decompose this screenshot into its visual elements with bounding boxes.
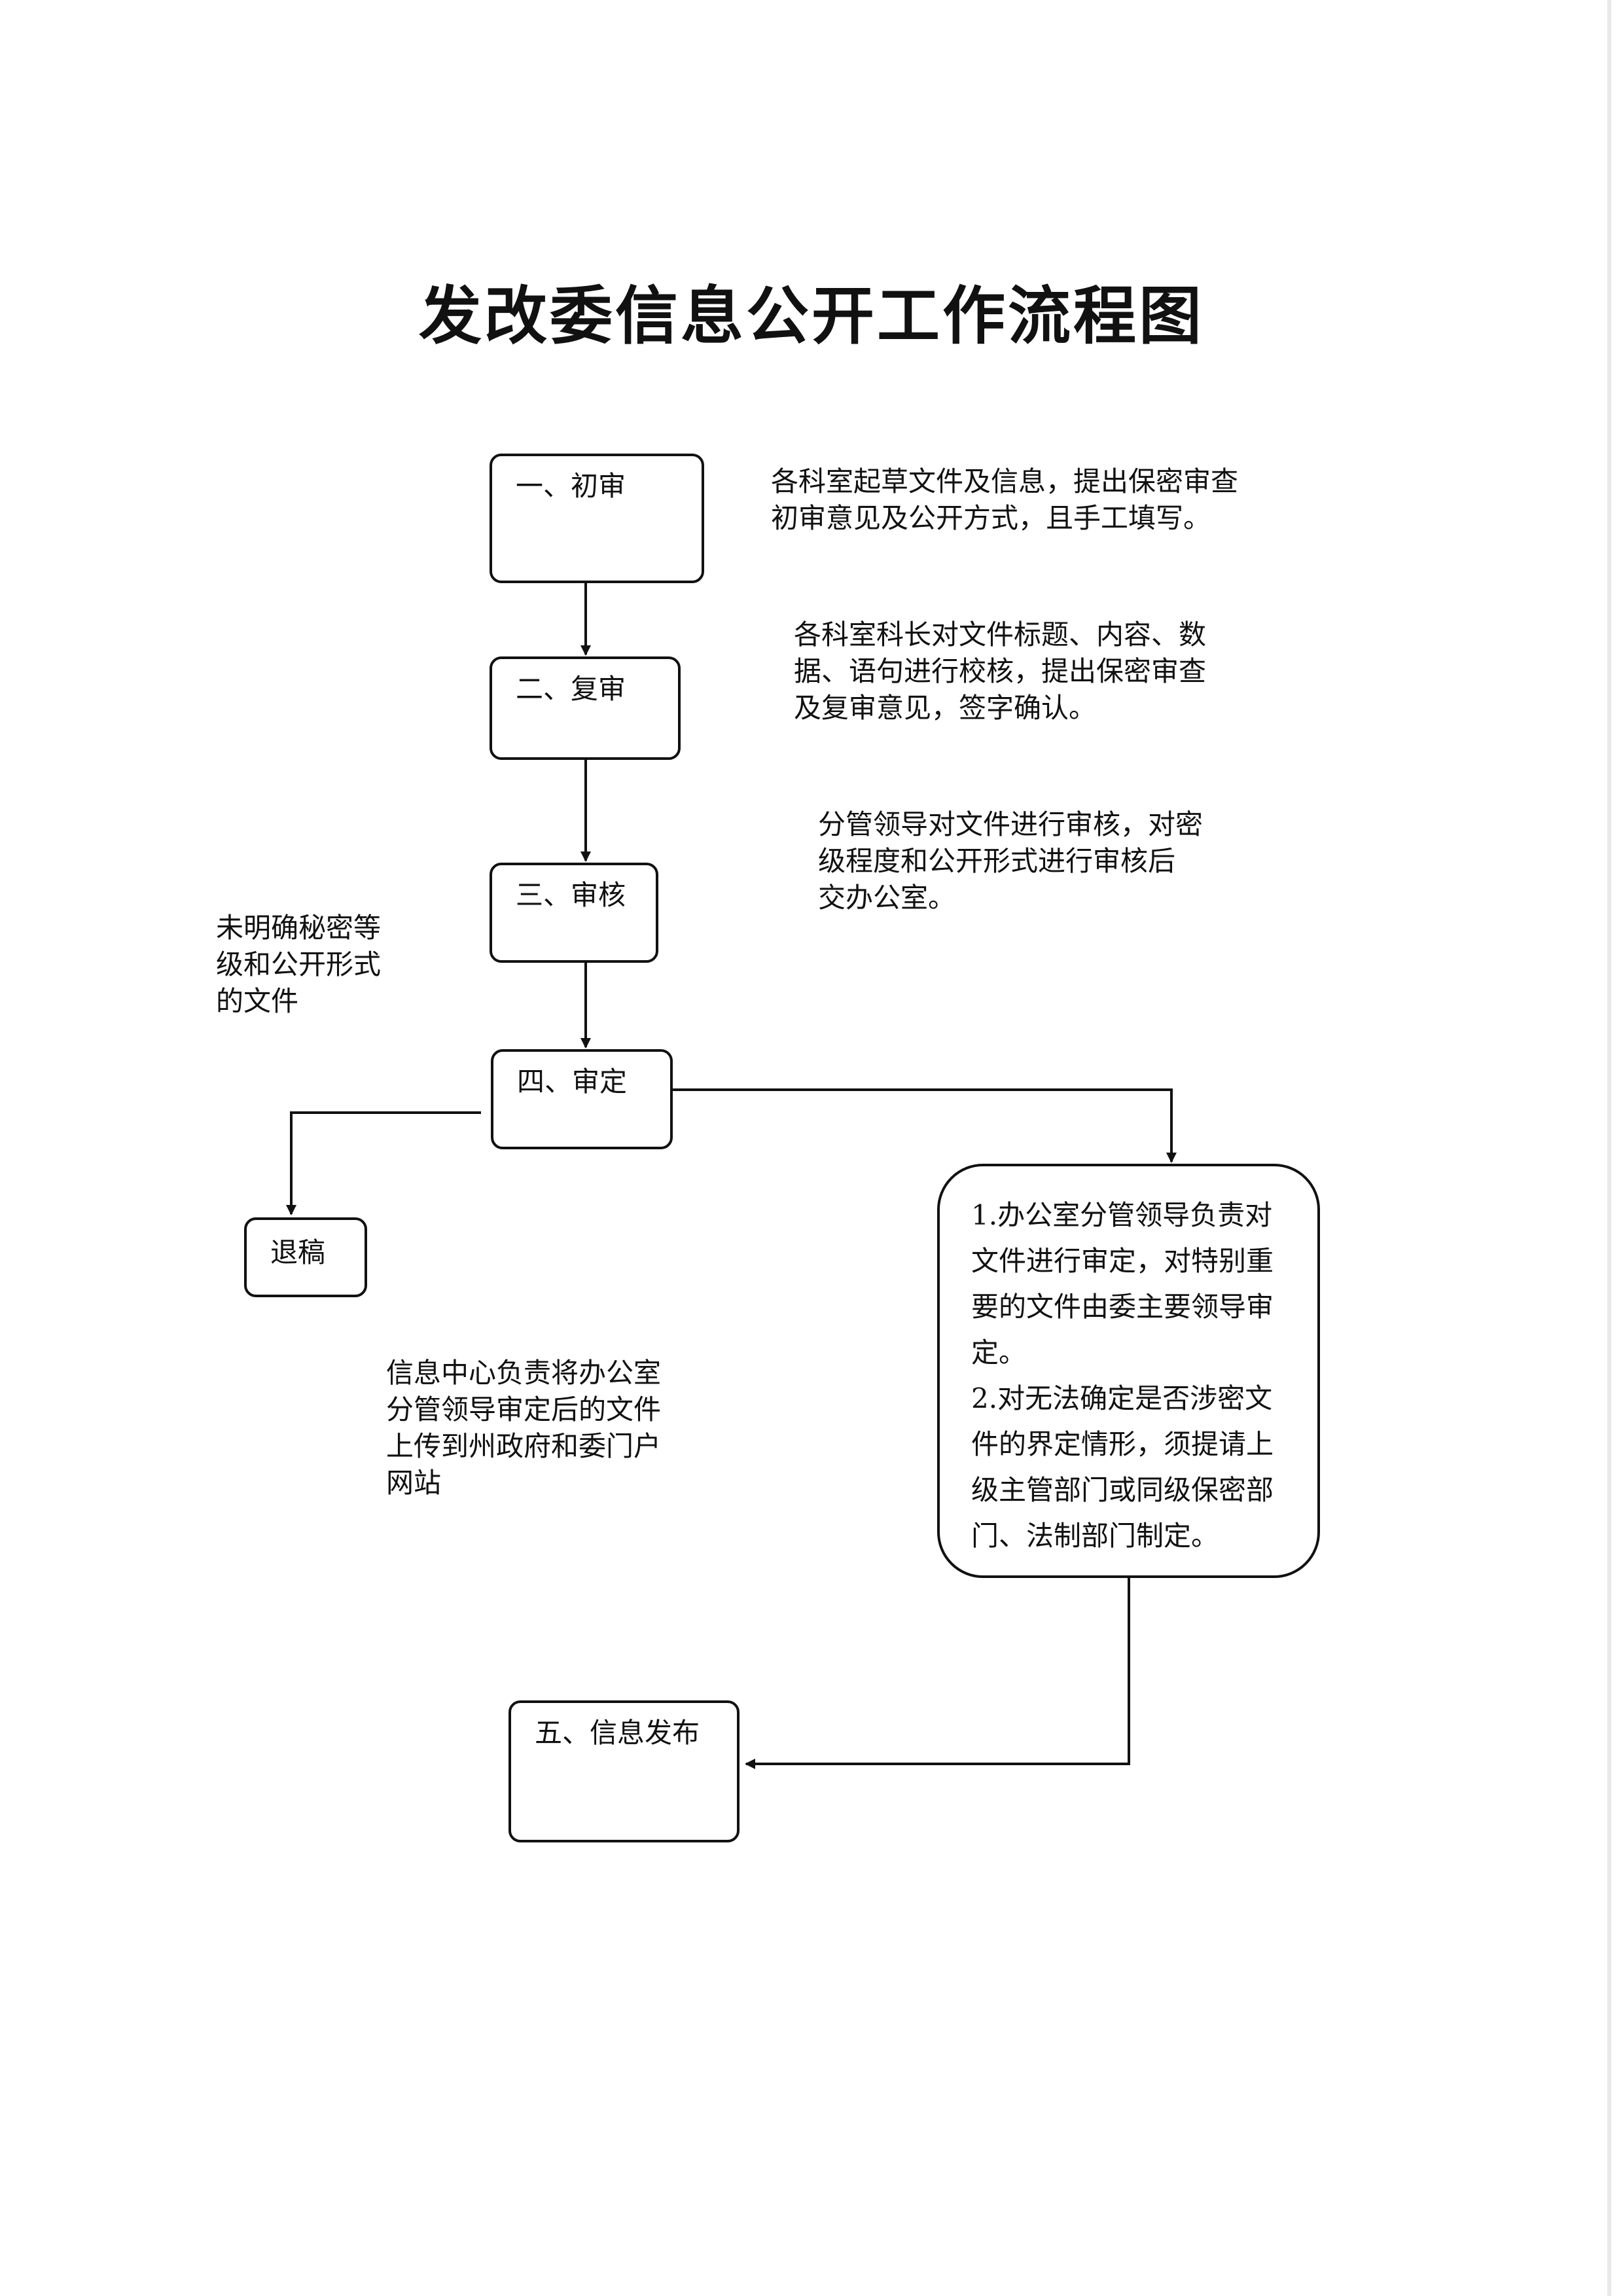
step-reject: 退稿 bbox=[244, 1217, 367, 1297]
approval-rule-line: 要的文件由委主要领导审 bbox=[971, 1291, 1274, 1323]
page-title: 发改委信息公开工作流程图 bbox=[419, 279, 1204, 353]
note-line: 级和公开形式 bbox=[216, 948, 382, 980]
arrow-step4-to-reject bbox=[286, 1111, 481, 1215]
note-line: 上传到州政府和委门户 bbox=[386, 1430, 662, 1462]
approval-rule-line: 定。 bbox=[971, 1336, 1027, 1369]
note-initial-review: 各科室起草文件及信息，提出保密审查 初审意见及公开方式，且手工填写。 bbox=[771, 463, 1238, 537]
step-audit: 三、审核 bbox=[490, 863, 658, 963]
approval-rules-text: 1.办公室分管领导负责对 文件进行审定，对特别重 要的文件由委主要领导审 定。 … bbox=[971, 1193, 1274, 1559]
approval-rule-line: 级主管部门或同级保密部 bbox=[971, 1474, 1274, 1506]
approval-rule-line: 门、法制部门制定。 bbox=[971, 1520, 1219, 1552]
note-line: 的文件 bbox=[216, 985, 299, 1017]
step-approval-label: 四、审定 bbox=[517, 1066, 628, 1098]
arrow-decision-to-step5 bbox=[745, 1577, 1130, 1769]
note-line: 未明确秘密等 bbox=[216, 912, 382, 944]
step-initial-review-label: 一、初审 bbox=[516, 470, 626, 502]
note-publish: 信息中心负责将办公室 分管领导审定后的文件 上传到州政府和委门户 网站 bbox=[386, 1355, 661, 1501]
step-reject-label: 退稿 bbox=[270, 1236, 326, 1268]
note-reject: 未明确秘密等 级和公开形式 的文件 bbox=[216, 910, 381, 1020]
note-line: 各科室科长对文件标题、内容、数 bbox=[794, 619, 1207, 651]
note-line: 及复审意见，签字确认。 bbox=[794, 692, 1097, 724]
note-line: 网站 bbox=[386, 1467, 442, 1499]
arrow-step4-to-decision bbox=[671, 1088, 1177, 1163]
note-second-review: 各科室科长对文件标题、内容、数 据、语句进行校核，提出保密审查 及复审意见，签字… bbox=[794, 617, 1206, 726]
approval-rule-line: 件的界定情形，须提请上 bbox=[971, 1428, 1274, 1460]
step-second-review: 二、复审 bbox=[490, 656, 681, 760]
note-line: 据、语句进行校核，提出保密审查 bbox=[794, 655, 1207, 687]
note-line: 分管领导对文件进行审核，对密 bbox=[818, 808, 1204, 840]
note-line: 分管领导审定后的文件 bbox=[386, 1393, 662, 1426]
page-edge bbox=[1607, 0, 1611, 2296]
step-audit-label: 三、审核 bbox=[516, 879, 626, 911]
note-line: 交办公室。 bbox=[818, 882, 956, 914]
approval-rule-line: 1.办公室分管领导负责对 bbox=[971, 1199, 1273, 1231]
note-line: 信息中心负责将办公室 bbox=[386, 1357, 662, 1389]
approval-rules-box: 1.办公室分管领导负责对 文件进行审定，对特别重 要的文件由委主要领导审 定。 … bbox=[937, 1164, 1320, 1578]
note-line: 各科室起草文件及信息，提出保密审查 bbox=[771, 465, 1239, 497]
step-publish-label: 五、信息发布 bbox=[535, 1717, 700, 1749]
step-initial-review: 一、初审 bbox=[490, 454, 704, 583]
step-second-review-label: 二、复审 bbox=[516, 673, 626, 705]
note-line: 级程度和公开形式进行审核后 bbox=[818, 845, 1176, 877]
approval-rule-line: 2.对无法确定是否涉密文 bbox=[971, 1382, 1273, 1414]
note-line: 初审意见及公开方式，且手工填写。 bbox=[771, 502, 1211, 534]
approval-rule-line: 文件进行审定，对特别重 bbox=[971, 1245, 1274, 1277]
note-audit: 分管领导对文件进行审核，对密 级程度和公开形式进行审核后 交办公室。 bbox=[818, 806, 1203, 916]
step-publish: 五、信息发布 bbox=[508, 1700, 740, 1842]
step-approval: 四、审定 bbox=[491, 1049, 673, 1149]
